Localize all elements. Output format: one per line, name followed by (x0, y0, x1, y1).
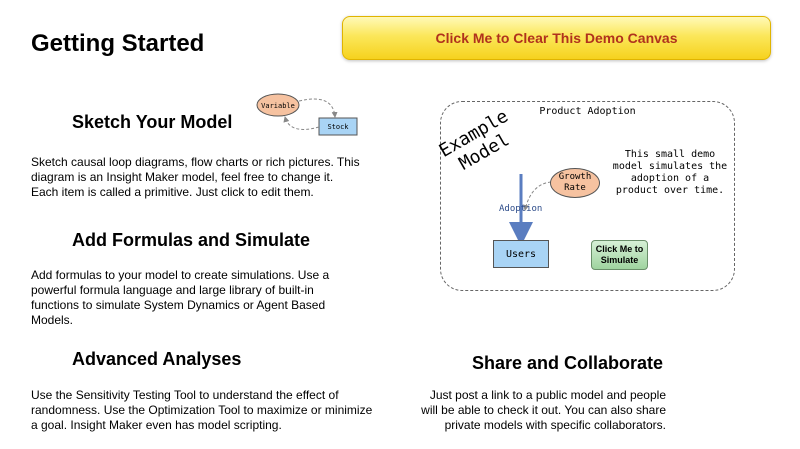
stock-primitive[interactable] (318, 117, 358, 136)
analyses-heading: Advanced Analyses (72, 349, 242, 369)
formulas-heading: Add Formulas and Simulate (72, 230, 311, 250)
demo-description[interactable]: This small demo model simulates the adop… (612, 149, 728, 196)
variable-label: Variable (261, 102, 295, 110)
stock-label: Stock (327, 123, 349, 131)
mini-diagram[interactable]: Variable Stock (255, 91, 360, 139)
page-title: Getting Started (31, 30, 205, 57)
share-text: Just post a link to a public model and p… (421, 388, 666, 432)
share-heading: Share and Collaborate (472, 353, 664, 373)
simulate-button[interactable]: Click Me to Simulate (591, 240, 648, 270)
link-arrow[interactable] (298, 98, 338, 118)
sketch-text: Sketch causal loop diagrams, flow charts… (31, 155, 360, 199)
simulate-line1: Click Me to (595, 244, 644, 254)
simulate-line2: Simulate (600, 255, 639, 265)
growth-rate-variable[interactable]: Growth Rate (550, 168, 600, 198)
sketch-heading: Sketch Your Model (72, 112, 233, 132)
demo-links (509, 174, 552, 246)
growth-rate-line2: Rate (564, 183, 586, 193)
demo-title: Product Adoption (539, 106, 636, 117)
link-arrow[interactable] (283, 116, 320, 130)
adoption-label: Adoption (499, 204, 543, 214)
clear-canvas-button[interactable]: Click Me to Clear This Demo Canvas (342, 16, 771, 60)
analyses-text: Use the Sensitivity Testing Tool to unde… (31, 388, 373, 432)
variable-primitive[interactable] (256, 93, 300, 117)
growth-rate-line1: Growth (558, 172, 592, 182)
users-stock[interactable]: Users (493, 240, 549, 268)
demo-model-folder[interactable]: Product Adoption Example Model This smal… (436, 101, 735, 291)
growth-link[interactable] (523, 181, 552, 211)
formulas-text: Add formulas to your model to create sim… (31, 268, 330, 327)
